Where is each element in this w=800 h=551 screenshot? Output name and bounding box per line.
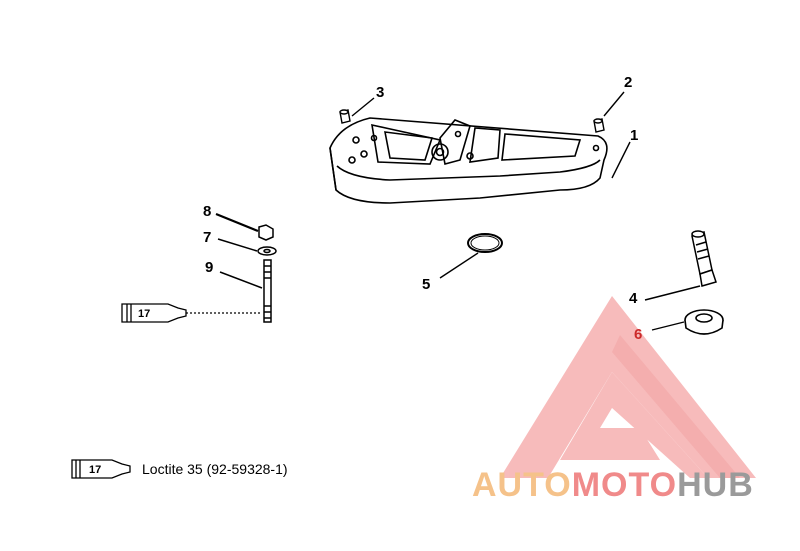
adaptor-plate-part — [329, 117, 608, 204]
callout-6: 6 — [634, 326, 642, 343]
watermark-logo — [500, 296, 756, 478]
o-ring-part-5 — [439, 233, 503, 279]
callout-1: 1 — [630, 127, 638, 144]
sealant-legend-label: Loctite 35 (92-59328-1) — [142, 461, 288, 477]
callout-4: 4 — [629, 290, 638, 307]
watermark-moto: MOTO — [571, 466, 678, 504]
callout-2: 2 — [624, 74, 632, 91]
callout-3: 3 — [376, 84, 384, 101]
callout-9: 9 — [205, 259, 213, 276]
callout-7: 7 — [203, 229, 211, 246]
sealant-tube-icon — [121, 303, 262, 323]
callout-5: 5 — [422, 276, 430, 293]
bolt-part-4 — [644, 230, 717, 301]
watermark-text: AUTOMOTOHUB — [472, 466, 754, 505]
nut-part-8 — [215, 212, 274, 241]
callout-8: 8 — [203, 203, 211, 220]
sealant-tube-number: 17 — [138, 308, 150, 320]
dowel-pin-part-3 — [339, 97, 375, 124]
grommet-part-6 — [651, 309, 724, 335]
watermark-hub: HUB — [677, 466, 754, 504]
watermark-auto: AUTO — [472, 466, 572, 504]
dowel-pin-part-2 — [593, 91, 625, 133]
legend-tube-icon — [71, 459, 131, 479]
stud-part-9 — [219, 259, 272, 323]
leader-1 — [611, 141, 631, 179]
legend-tube-number: 17 — [89, 464, 101, 476]
washer-part-7 — [217, 238, 277, 256]
